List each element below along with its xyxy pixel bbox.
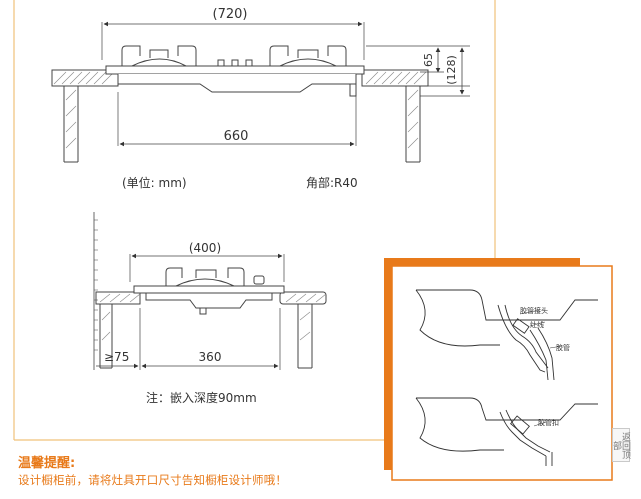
side-countertop-left: [95, 291, 141, 305]
side-stove-panel: [133, 285, 285, 294]
embed-depth-note: 注：嵌入深度90mm: [146, 390, 257, 405]
inset-label-hose-clamp: 胶管扣: [538, 418, 559, 427]
side-pan-support: [165, 267, 245, 287]
tip-body: 设计橱柜前，请将灶具开口尺寸告知橱柜设计师哦！: [18, 473, 288, 487]
cutout-width-label: 660: [224, 129, 249, 144]
depth-label: ≥75: [104, 350, 129, 364]
inset-label-hose-joint: 胶管接头: [520, 306, 548, 315]
counter-hatching: [53, 71, 427, 149]
countertop-left: [51, 69, 119, 163]
inset-label-hose: 胶管: [556, 343, 570, 352]
gas-fitting: [349, 84, 357, 97]
side-cutout-label: 360: [199, 350, 222, 364]
side-view-diagram: [93, 212, 327, 370]
knobs: [217, 59, 253, 67]
outer-frame: [13, 0, 496, 441]
total-height-label: (128): [445, 55, 458, 85]
hose-inset: 胶管接头 灶线 胶管 胶管扣: [384, 258, 613, 481]
inset-label-stove-wire: 灶线: [530, 320, 544, 329]
top-view-diagram: [51, 21, 470, 163]
corner-radius-label: 角部:R40: [306, 175, 358, 190]
right-pan-support: [269, 45, 347, 67]
back-to-top-button[interactable]: 返回顶部: [611, 428, 630, 462]
tip-title: 温馨提醒:: [18, 456, 76, 471]
width-dimension-label: (720): [213, 7, 248, 22]
left-pan-support: [121, 45, 197, 67]
height-dimension-label: 65: [422, 53, 435, 67]
side-width-label: (400): [189, 241, 221, 255]
unit-label: (单位: mm): [122, 175, 187, 190]
stove-panel: [105, 65, 365, 75]
stove-body: [117, 74, 357, 93]
side-stove-body: [145, 293, 273, 309]
countertop-right: [361, 69, 429, 163]
side-countertop-right: [279, 291, 327, 305]
